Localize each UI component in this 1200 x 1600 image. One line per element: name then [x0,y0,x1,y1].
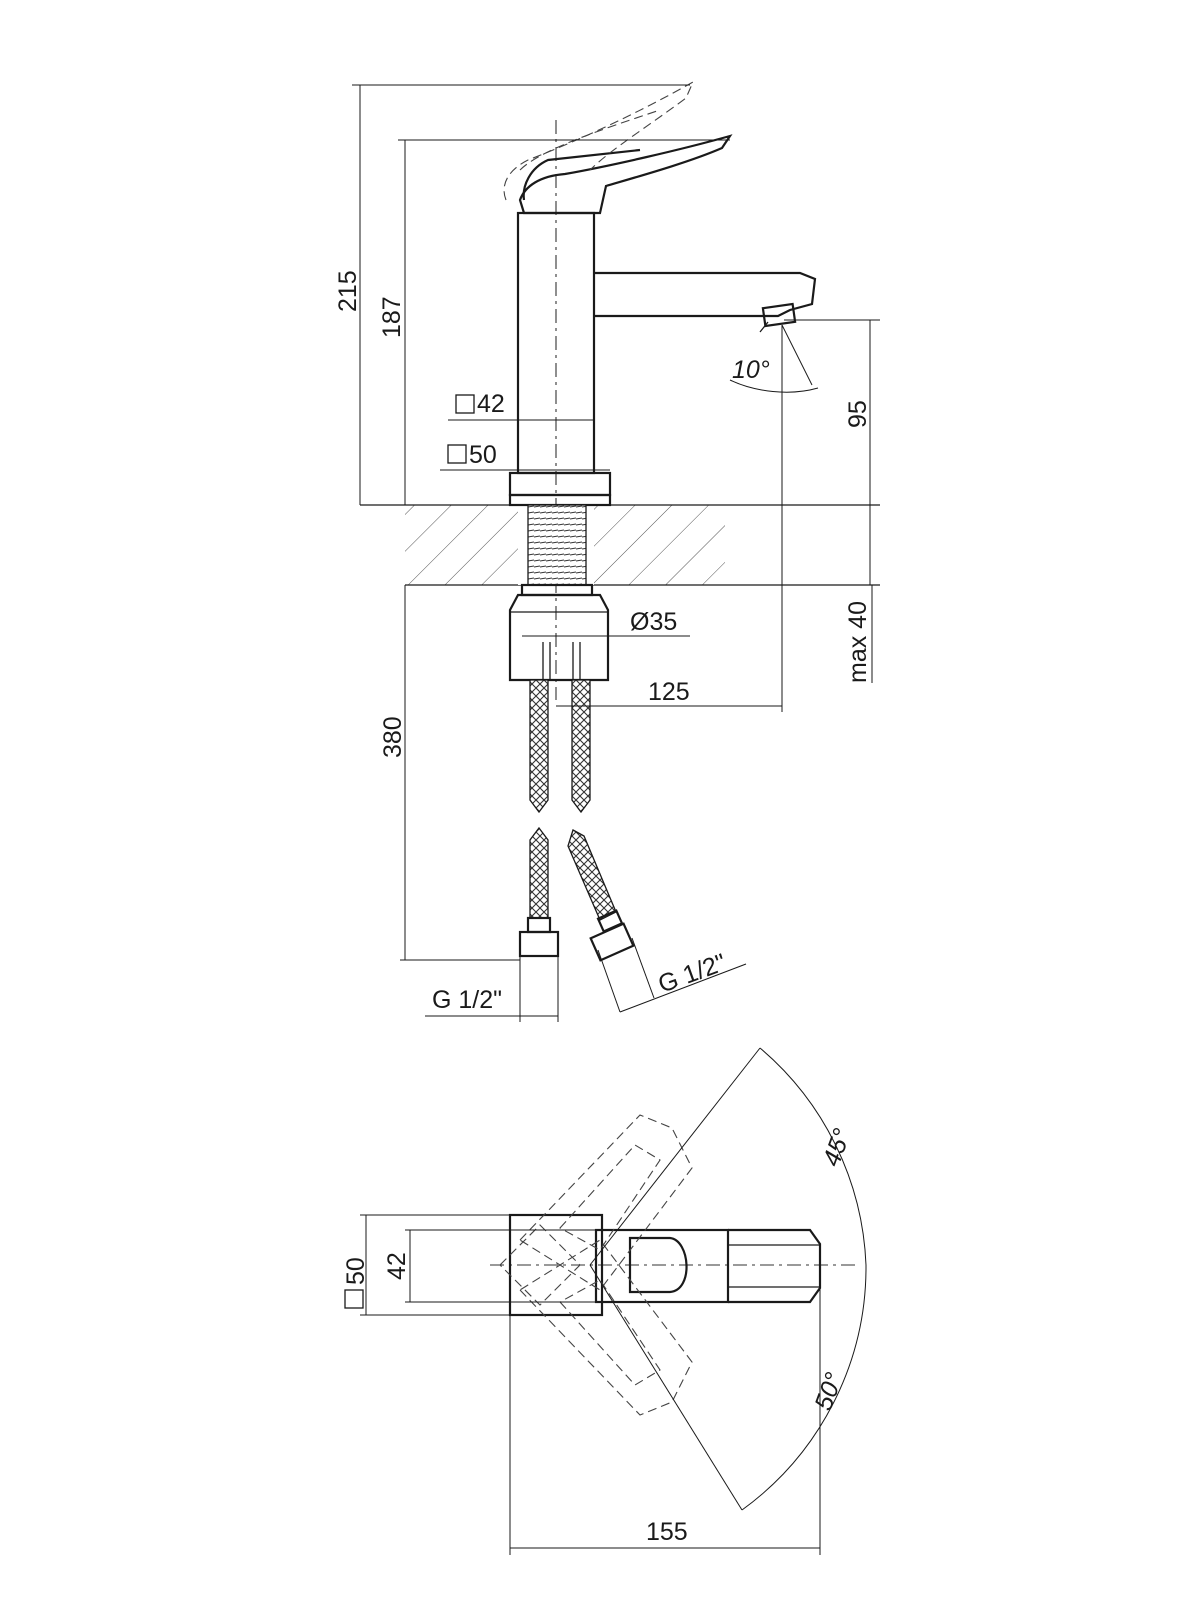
label-top-body-width: 42 [383,1252,411,1280]
dim-top-body-width: 42 [383,1229,596,1303]
label-height-total: 215 [334,270,362,312]
label-hose-length: 380 [379,716,407,758]
label-spout-reach: 125 [648,678,690,706]
dim-height-spout: 187 [378,139,730,505]
countertop-section [360,504,880,586]
label-angle-top: 45° [817,1125,856,1170]
top-view: 45° 50° 50 42 155 [342,1047,867,1555]
faucet-spout [594,271,817,333]
faucet-handle-raised [503,80,695,201]
square-symbol-icon [447,444,467,464]
label-shank-diameter: Ø35 [630,608,677,636]
top-body [508,1213,822,1317]
label-top-base-square: 50 [342,1257,370,1285]
label-angle-bottom: 50° [809,1369,848,1414]
label-height-spout: 187 [378,296,406,338]
label-top-length: 155 [646,1518,688,1546]
supply-hoses [518,679,635,962]
label-body-square: 42 [477,390,505,418]
side-view: 215 187 42 50 10° [334,80,880,1022]
faucet-body [508,211,612,682]
dim-spout-clearance: 95 [784,319,880,505]
dim-top-length: 155 [509,1288,821,1555]
dim-thread-right: G 1/2" [597,937,747,1013]
dim-top-base-square: 50 [342,1214,510,1316]
faucet-handle [518,134,733,215]
dim-thread-left: G 1/2" [425,956,559,1022]
label-thread-right: G 1/2" [654,948,729,998]
label-spout-clearance: 95 [844,400,872,428]
dim-spout-angle: 10° [729,324,819,395]
label-base-square: 50 [469,441,497,469]
dim-hose-length: 380 [379,585,520,961]
label-thread-left: G 1/2" [432,986,502,1014]
dim-spout-reach: 125 [556,395,783,712]
dim-max-deck: max 40 [844,505,873,683]
label-spout-angle: 10° [732,356,770,384]
dim-body-square: 42 [448,390,594,421]
square-symbol-icon [455,394,475,414]
label-max-deck: max 40 [844,601,872,683]
dim-base-square: 50 [440,441,610,471]
square-symbol-icon [344,1289,364,1309]
dim-shank-diameter: Ø35 [522,608,690,637]
dim-height-total: 215 [334,84,690,505]
